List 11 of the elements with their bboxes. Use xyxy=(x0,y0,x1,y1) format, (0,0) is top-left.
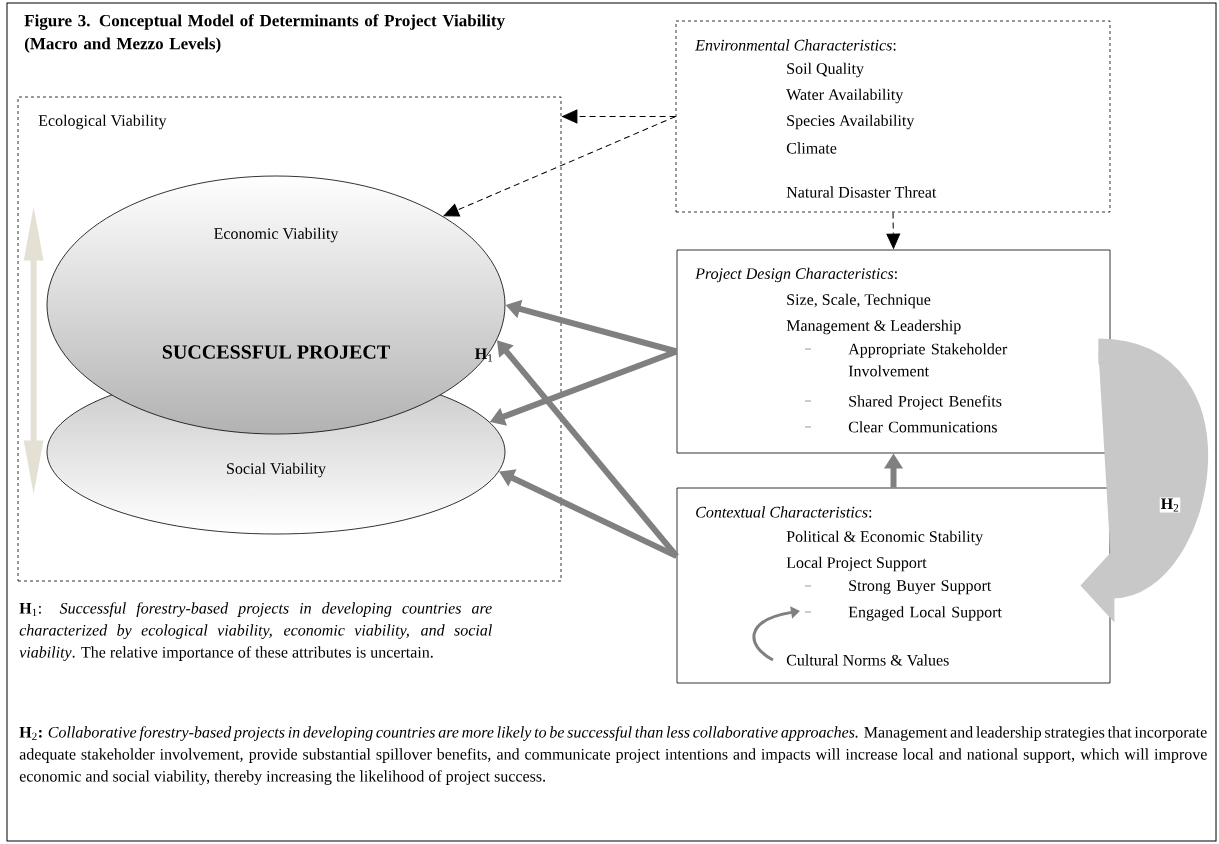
figure-title: Figure 3. Conceptual Model of Determinants of Project Viability (Macro and Mezzo Levels) xyxy=(24,14,505,53)
hypothesis-text: H$_{1}$: Successful forestry-based projects in developing countries are characterized by ecological viability, economic viability, and social viability. The relative importance of these attributes is uncertain. xyxy=(19,602,492,661)
hypothesis-text: H$_{2}$: Collaborative forestry-based projects in developing countries are more likely to be successful than less collaborative approaches. Management and leadership strategies that incorporate adequate stakeholder involvement, provide substantial spillover benefits, and communicate project intentions and impacts will increase local and national support, which will improve economic and social viability, thereby increasing the likelihood of project success. xyxy=(19,726,1207,785)
arrow xyxy=(562,109,677,124)
edge-label: H$_{2}$ xyxy=(1161,498,1179,512)
characteristics-box: Contextual Characteristics: Political & Economic Stability Local Project Support Strong Buyer Support Engaged Local Support Cultural Norms & Values xyxy=(676,487,1111,684)
dashed-box: Environmental Characteristics: Soil Quality Water Availability Species Availability Climate Natural Disaster Threat xyxy=(675,20,1111,213)
arrow xyxy=(443,116,677,217)
characteristics-box: Project Design Characteristics: Size, Scale, Technique Management & Leadership Appropriate Stakeholder Involvement Shared Project Benefits Clear Communications xyxy=(676,249,1111,454)
arrow xyxy=(886,211,901,249)
hypothesis-mark: H$_{1}$ xyxy=(475,348,493,362)
